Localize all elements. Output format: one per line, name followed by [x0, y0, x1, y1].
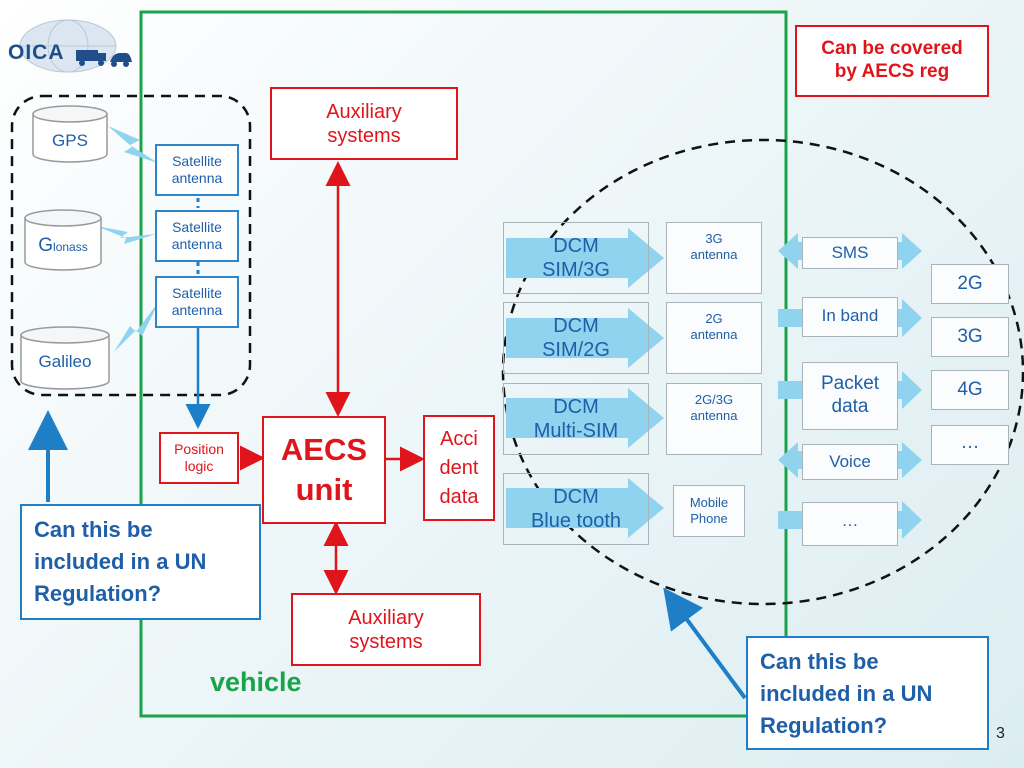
- cylinder-icon: [32, 105, 108, 163]
- network-2g: 2G: [931, 264, 1009, 304]
- dcm-sim-3g: DCM SIM/3G: [503, 222, 649, 294]
- dcm-multi-sim: DCM Multi-SIM: [503, 383, 649, 455]
- glonass-label-rest: lonass: [53, 240, 88, 254]
- aecs-unit: AECS unit: [262, 416, 386, 524]
- arrow-question-right: [663, 587, 747, 700]
- page-number: 3: [996, 725, 1005, 742]
- auxiliary-systems-bottom: Auxiliary systems: [291, 593, 481, 666]
- logo-text: OICA: [8, 41, 65, 64]
- gps-label: GPS: [52, 131, 88, 150]
- gps-cylinder: GPS: [32, 105, 108, 163]
- glonass-cylinder: Glonass: [24, 209, 102, 271]
- service-in-band: In band: [802, 297, 898, 337]
- mobile-phone: Mobile Phone: [673, 485, 745, 537]
- satellite-antenna-1: Satellite antenna: [155, 144, 239, 196]
- vehicle-label: vehicle: [210, 667, 302, 697]
- antenna-3g: 3G antenna: [666, 222, 762, 294]
- dcm-sim-2g: DCM SIM/2G: [503, 302, 649, 374]
- galileo-label: Galileo: [38, 352, 92, 371]
- oica-logo: OICA: [6, 16, 132, 76]
- lightning-glonass-icon: [96, 226, 156, 244]
- cylinder-icon: [24, 209, 102, 271]
- network-other: …: [931, 425, 1009, 465]
- service-voice: Voice: [802, 444, 898, 480]
- cylinder-icon: [20, 326, 110, 390]
- antenna-2g: 2G antenna: [666, 302, 762, 374]
- service-other: …: [802, 502, 898, 546]
- glonass-label-g: G: [38, 235, 54, 256]
- vehicle-frame: [139, 10, 788, 718]
- service-sms: SMS: [802, 237, 898, 269]
- accident-data: Acci dent data: [423, 415, 495, 521]
- galileo-cylinder: Galileo: [20, 326, 110, 390]
- satellite-antenna-3: Satellite antenna: [155, 276, 239, 328]
- network-3g: 3G: [931, 317, 1009, 357]
- question-box-right: Can this be included in a UN Regulation?: [746, 636, 989, 750]
- glonass-label: Glonass: [24, 235, 102, 257]
- question-box-left: Can this be included in a UN Regulation?: [20, 504, 261, 620]
- auxiliary-systems-top: Auxiliary systems: [270, 87, 458, 160]
- network-4g: 4G: [931, 370, 1009, 410]
- gnss-dashed-box: [10, 94, 252, 397]
- lightning-galileo-icon: [114, 300, 160, 352]
- dcm-bluetooth: DCM Blue tooth: [503, 473, 649, 545]
- globe-icon: [19, 19, 132, 73]
- antenna-2g-3g: 2G/3G antenna: [666, 383, 762, 455]
- service-packet-data: Packet data: [802, 362, 898, 430]
- satellite-antenna-2: Satellite antenna: [155, 210, 239, 262]
- position-logic: Position logic: [159, 432, 239, 484]
- lightning-gps-icon: [108, 126, 158, 163]
- covered-by-aecs-note: Can be covered by AECS reg: [795, 25, 989, 97]
